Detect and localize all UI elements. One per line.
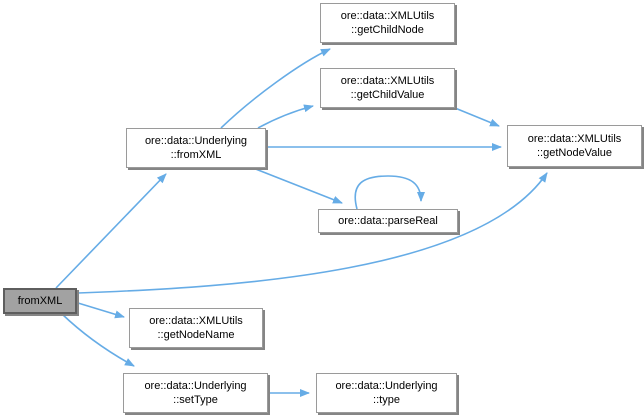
- node-getchildvalue-line1: ore::data::XMLUtils: [340, 75, 435, 87]
- node-underlying-fromxml-line1: ore::data::Underlying: [144, 135, 248, 147]
- node-getnodename-line1: ore::data::XMLUtils: [149, 315, 243, 327]
- node-parsereal-label: ore::data::parseReal: [338, 215, 438, 227]
- node-type[interactable]: ore::data::Underlying ::type: [316, 373, 457, 413]
- node-getchildnode[interactable]: ore::data::XMLUtils ::getChildNode: [320, 3, 455, 43]
- edge-fromxml-to-underlying-fromxml: [55, 173, 167, 289]
- node-fromxml-label: fromXML: [17, 295, 63, 307]
- node-settype-line1: ore::data::Underlying: [144, 380, 247, 392]
- edge-underlying-fromxml-to-getchildnode: [220, 48, 331, 129]
- node-settype[interactable]: ore::data::Underlying ::setType: [123, 373, 268, 413]
- edge-underlying-fromxml-to-getchildvalue: [257, 104, 314, 129]
- edge-fromxml-to-getnodevalue: [77, 172, 548, 294]
- node-getchildvalue[interactable]: ore::data::XMLUtils ::getChildValue: [320, 68, 455, 108]
- node-parsereal[interactable]: ore::data::parseReal: [318, 209, 458, 233]
- edge-underlying-fromxml-to-parsereal: [252, 167, 343, 204]
- node-underlying-fromxml[interactable]: ore::data::Underlying ::fromXML: [126, 128, 266, 168]
- edge-fromxml-to-getnodename: [77, 302, 125, 319]
- node-getnodevalue[interactable]: ore::data::XMLUtils ::getNodeValue: [507, 125, 642, 167]
- node-fromxml-current: fromXML: [3, 288, 77, 314]
- edge-fromxml-to-settype: [61, 313, 135, 367]
- node-getchildnode-line2: ::getChildNode: [351, 24, 424, 36]
- node-getnodename[interactable]: ore::data::XMLUtils ::getNodeName: [129, 308, 263, 348]
- node-underlying-fromxml-line2: ::fromXML: [170, 149, 222, 161]
- node-type-line2: ::type: [373, 394, 400, 406]
- node-getnodename-line2: ::getNodeName: [157, 329, 235, 341]
- edge-parsereal-self-loop: [354, 175, 425, 210]
- node-type-line1: ore::data::Underlying: [335, 380, 438, 392]
- node-getchildvalue-line2: ::getChildValue: [350, 89, 425, 101]
- node-getchildnode-line1: ore::data::XMLUtils: [340, 10, 435, 22]
- node-getnodevalue-line1: ore::data::XMLUtils: [527, 133, 622, 145]
- edge-getchildvalue-to-getnodevalue: [454, 107, 500, 127]
- node-settype-line2: ::setType: [173, 394, 218, 406]
- node-getnodevalue-line2: ::getNodeValue: [536, 147, 613, 159]
